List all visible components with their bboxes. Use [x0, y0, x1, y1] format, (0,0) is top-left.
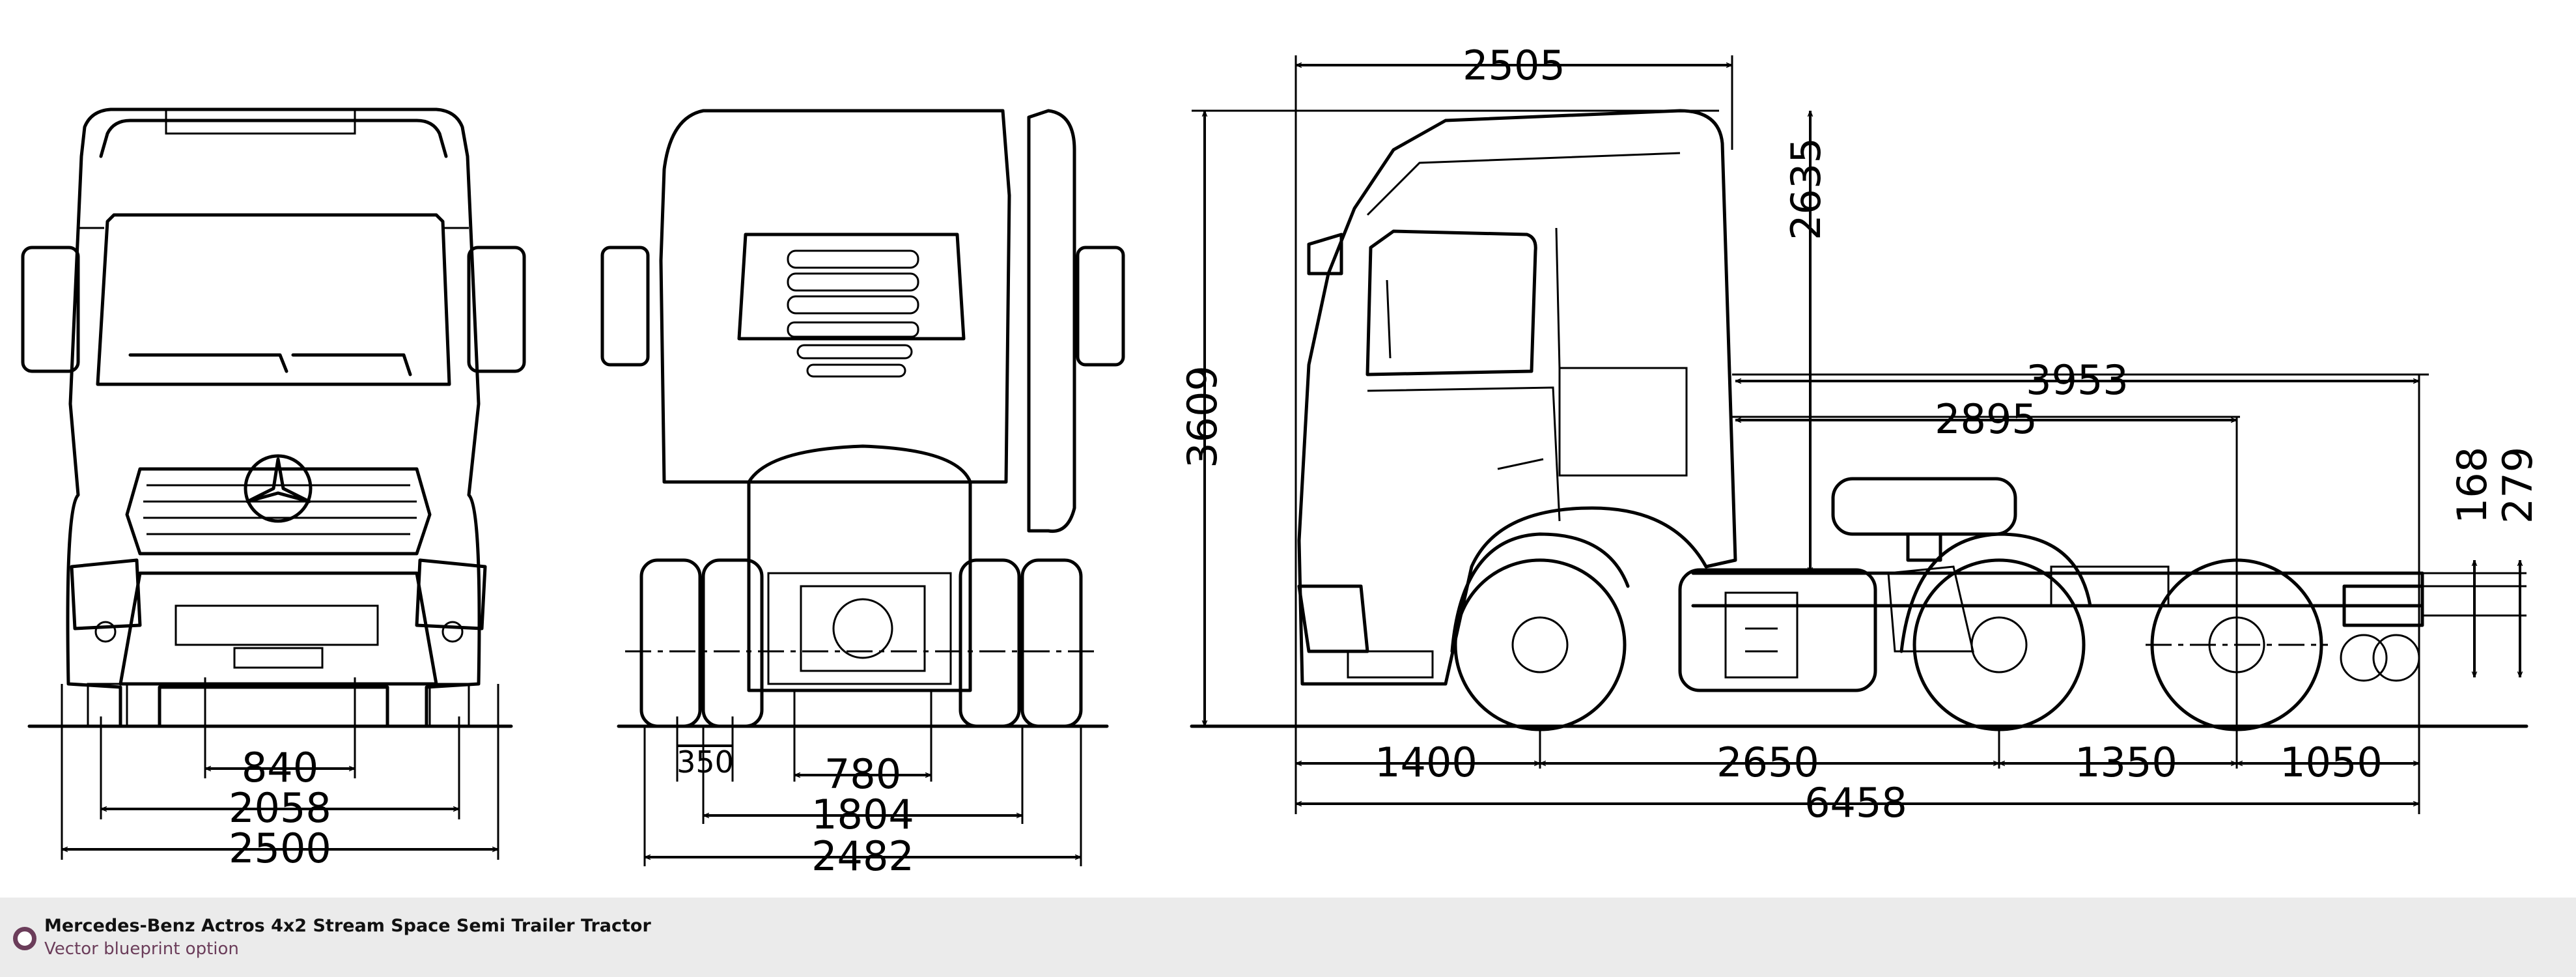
- dim-side-3953: 3953: [2026, 356, 2129, 404]
- dim-side-2505: 2505: [1463, 42, 1565, 89]
- dim-side-1350: 1350: [2075, 739, 2177, 786]
- caption-title: Mercedes-Benz Actros 4x2 Stream Space Se…: [44, 916, 651, 936]
- side-view: 2505 2635 3609 3953 2895 168 279 1400 26…: [1179, 42, 2541, 827]
- caption-bar: [0, 898, 2576, 977]
- circle-bullet-icon: [13, 927, 36, 950]
- dim-side-6458: 6458: [1804, 779, 1907, 827]
- rear-view: 350 780 1804 2482: [600, 109, 1125, 880]
- dim-side-2895: 2895: [1935, 395, 2037, 443]
- dim-rear-350: 350: [677, 744, 734, 780]
- dim-side-1400: 1400: [1375, 739, 1477, 786]
- dim-side-1050: 1050: [2280, 739, 2383, 786]
- dim-front-2500: 2500: [229, 825, 331, 872]
- dim-rear-780: 780: [824, 750, 901, 798]
- dim-front-2058: 2058: [229, 784, 331, 832]
- dim-side-2635: 2635: [1782, 137, 1830, 240]
- dim-rear-1804: 1804: [811, 791, 914, 838]
- dim-side-168: 168: [2448, 447, 2496, 524]
- front-view: 840 2058 2500: [21, 107, 526, 872]
- blueprint-drawing: 840 2058 2500: [21, 42, 2541, 880]
- dim-side-2650: 2650: [1716, 739, 1819, 786]
- caption-subtitle: Vector blueprint option: [44, 939, 239, 959]
- dim-front-840: 840: [242, 744, 318, 791]
- dim-side-279: 279: [2494, 447, 2541, 524]
- dim-side-3609: 3609: [1179, 365, 1226, 468]
- dim-rear-2482: 2482: [811, 832, 914, 880]
